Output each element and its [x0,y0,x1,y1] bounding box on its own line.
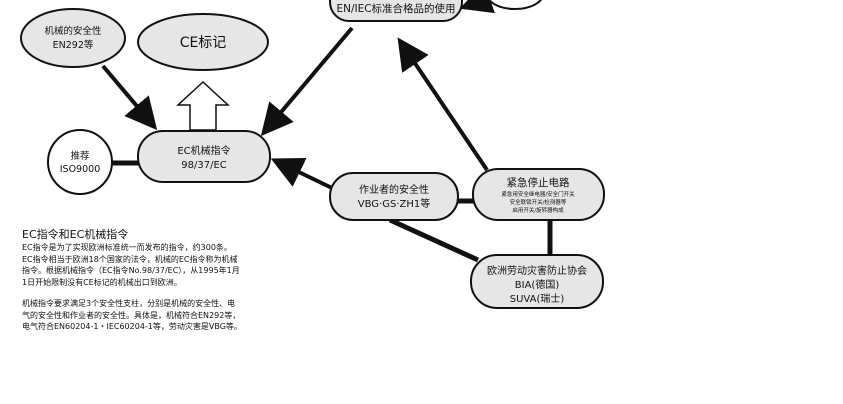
note-line: EC指令是为了实现欧洲标准统一而发布的指令，约300条。 [22,243,232,252]
node-ec-directive [137,130,271,183]
note-line: 机械指令要求满足3个安全性支柱，分别是机械的安全性、电 [22,299,236,308]
node-recommend-line2: ISO9000 [60,164,101,175]
node-eu-org-line3: SUVA(瑞士) [510,292,565,305]
node-machine-safety-line1: 机械的安全性 [44,25,102,37]
node-worker-safety [329,172,459,221]
node-ce-mark [137,13,269,71]
node-ec-directive-line2: 98/37/EC [181,160,227,171]
link-worker-eu [388,217,480,263]
node-eu-org-line2: BIA(德国) [515,278,560,291]
arrow-en-iec-to-ec [260,26,354,137]
node-eu-org-line1: 欧洲劳动灾害防止协会 [487,264,587,277]
arrow-worker-to-ec [270,157,333,190]
arrow-emergency-to-en-iec [397,37,489,172]
note-paragraph-1: EC指令是为了实现欧洲标准统一而发布的指令，约300条。 EC指令相当于欧洲18… [22,242,272,288]
node-emergency-stop-title: 紧急停止电路 [507,176,570,189]
arrow-machine-safety-to-ec [101,64,158,131]
note-line: 气的安全性和作业者的安全性。具体是，机械符合EN292等， [22,310,241,320]
node-eu-org [470,254,604,309]
note-paragraph-2: 机械指令要求满足3个安全性支柱，分别是机械的安全性、电 气的安全性和作业者的安全… [22,298,272,333]
note-line: EC指令相当于欧洲18个国家的法令，机械的EC指令称为机械 [22,254,238,264]
node-en-iec-label: EN/IEC标准合格品的使用 [336,2,455,15]
node-machine-safety [20,8,126,68]
node-worker-safety-line2: VBG·GS·ZH1等 [358,197,430,210]
node-emergency-stop [472,168,605,221]
node-ec-directive-line1: EC机械指令 [177,144,230,157]
note-line: 电气符合EN60204-1・IEC60204-1等，劳动灾害是VBG等。 [22,322,242,331]
node-recommend-line1: 推荐 [70,150,90,162]
arrow-top-right [459,0,495,14]
note-title: EC指令和EC机械指令 [22,228,129,241]
node-machine-safety-line2: EN292等 [53,39,94,51]
node-emergency-stop-line3: 启用开关/旋转器构成 [512,206,564,214]
node-recommend [47,129,113,195]
node-top-right-partial [488,0,542,10]
node-worker-safety-line1: 作业者的安全性 [359,183,429,196]
node-emergency-stop-line1: 紧急用安全继电器/安全门开关 [501,190,575,198]
node-ce-mark-label: CE标记 [180,35,227,51]
hollow-up-arrow [176,80,230,131]
note-line: 指令。根据机械指令（EC指令No.98/37/EC），从1995年1月 [22,266,240,275]
node-en-iec [329,0,463,22]
node-emergency-stop-line2: 安全联锁开关/检测器等 [510,198,567,206]
note-line: 1日开始限制没有CE标记的机械出口到欧洲。 [22,277,182,287]
